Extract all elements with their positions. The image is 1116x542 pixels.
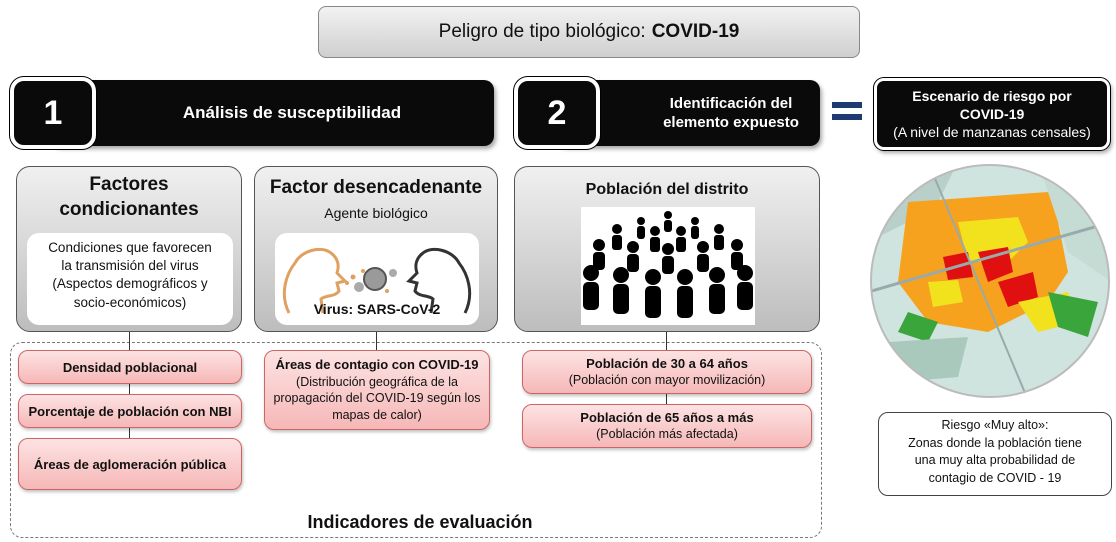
indicators-region [10, 342, 822, 538]
indicator-contagio: Áreas de contagio con COVID-19 (Distribu… [264, 350, 490, 430]
indicators-label: Indicadores de evaluación [307, 512, 533, 532]
section2-bar: Identificación del elemento expuesto [556, 80, 820, 146]
equals-sign [832, 102, 862, 122]
indicator-densidad: Densidad poblacional [18, 350, 242, 384]
diagram-title: Peligro de tipo biológico: COVID-19 [318, 6, 860, 58]
title-bold: COVID-19 [651, 21, 740, 42]
people-crowd-icon [583, 211, 753, 318]
poblacion-card: Población del distrito [514, 166, 820, 332]
section1-number: 1 [10, 77, 96, 149]
faces-virus-icon [282, 247, 472, 314]
section2-label-line1: Identificación del [669, 94, 793, 112]
desencadenante-subtitle: Agente biológico [324, 205, 428, 221]
title-prefix: Peligro de tipo biológico: [438, 21, 646, 42]
risk-map-image [870, 164, 1110, 398]
virus-illustration: Virus: SARS-CoV-2 [275, 233, 479, 325]
connector-desencadenante [376, 332, 378, 356]
desencadenante-title: Factor desencadenante [269, 177, 483, 198]
poblacion-title: Población del distrito [585, 181, 749, 198]
indicator-pob-65: Población de 65 años a más (Población má… [522, 404, 812, 448]
virus-label: Virus: SARS-CoV-2 [313, 301, 441, 317]
riesgo-box: Riesgo «Muy alto»: Zonas donde la poblac… [878, 412, 1112, 496]
scenario-box: Escenario de riesgo por COVID-19 (A nive… [874, 78, 1110, 150]
indicator-pob-30-64: Población de 30 a 64 años (Población con… [522, 350, 812, 394]
indicator-aglomeracion: Áreas de aglomeración pública [18, 438, 242, 490]
crowd-illustration [581, 207, 755, 325]
scenario-line1: Escenario de riesgo por [912, 87, 1072, 104]
section1-bar: Análisis de susceptibilidad [50, 80, 494, 146]
section1-label: Análisis de susceptibilidad [182, 102, 402, 122]
desencadenante-card: Factor desencadenante Agente biológico V… [254, 166, 498, 332]
section2-label-line2: elemento expuesto [663, 114, 799, 131]
scenario-line2: COVID-19 [959, 105, 1025, 122]
risk-map [868, 162, 1112, 400]
section2-number: 2 [514, 77, 600, 149]
indicator-nbi: Porcentaje de población con NBI [18, 394, 242, 428]
factores-description: Condiciones que favorecen la transmisión… [27, 233, 233, 325]
scenario-line3: (A nivel de manzanas censales) [893, 124, 1091, 141]
